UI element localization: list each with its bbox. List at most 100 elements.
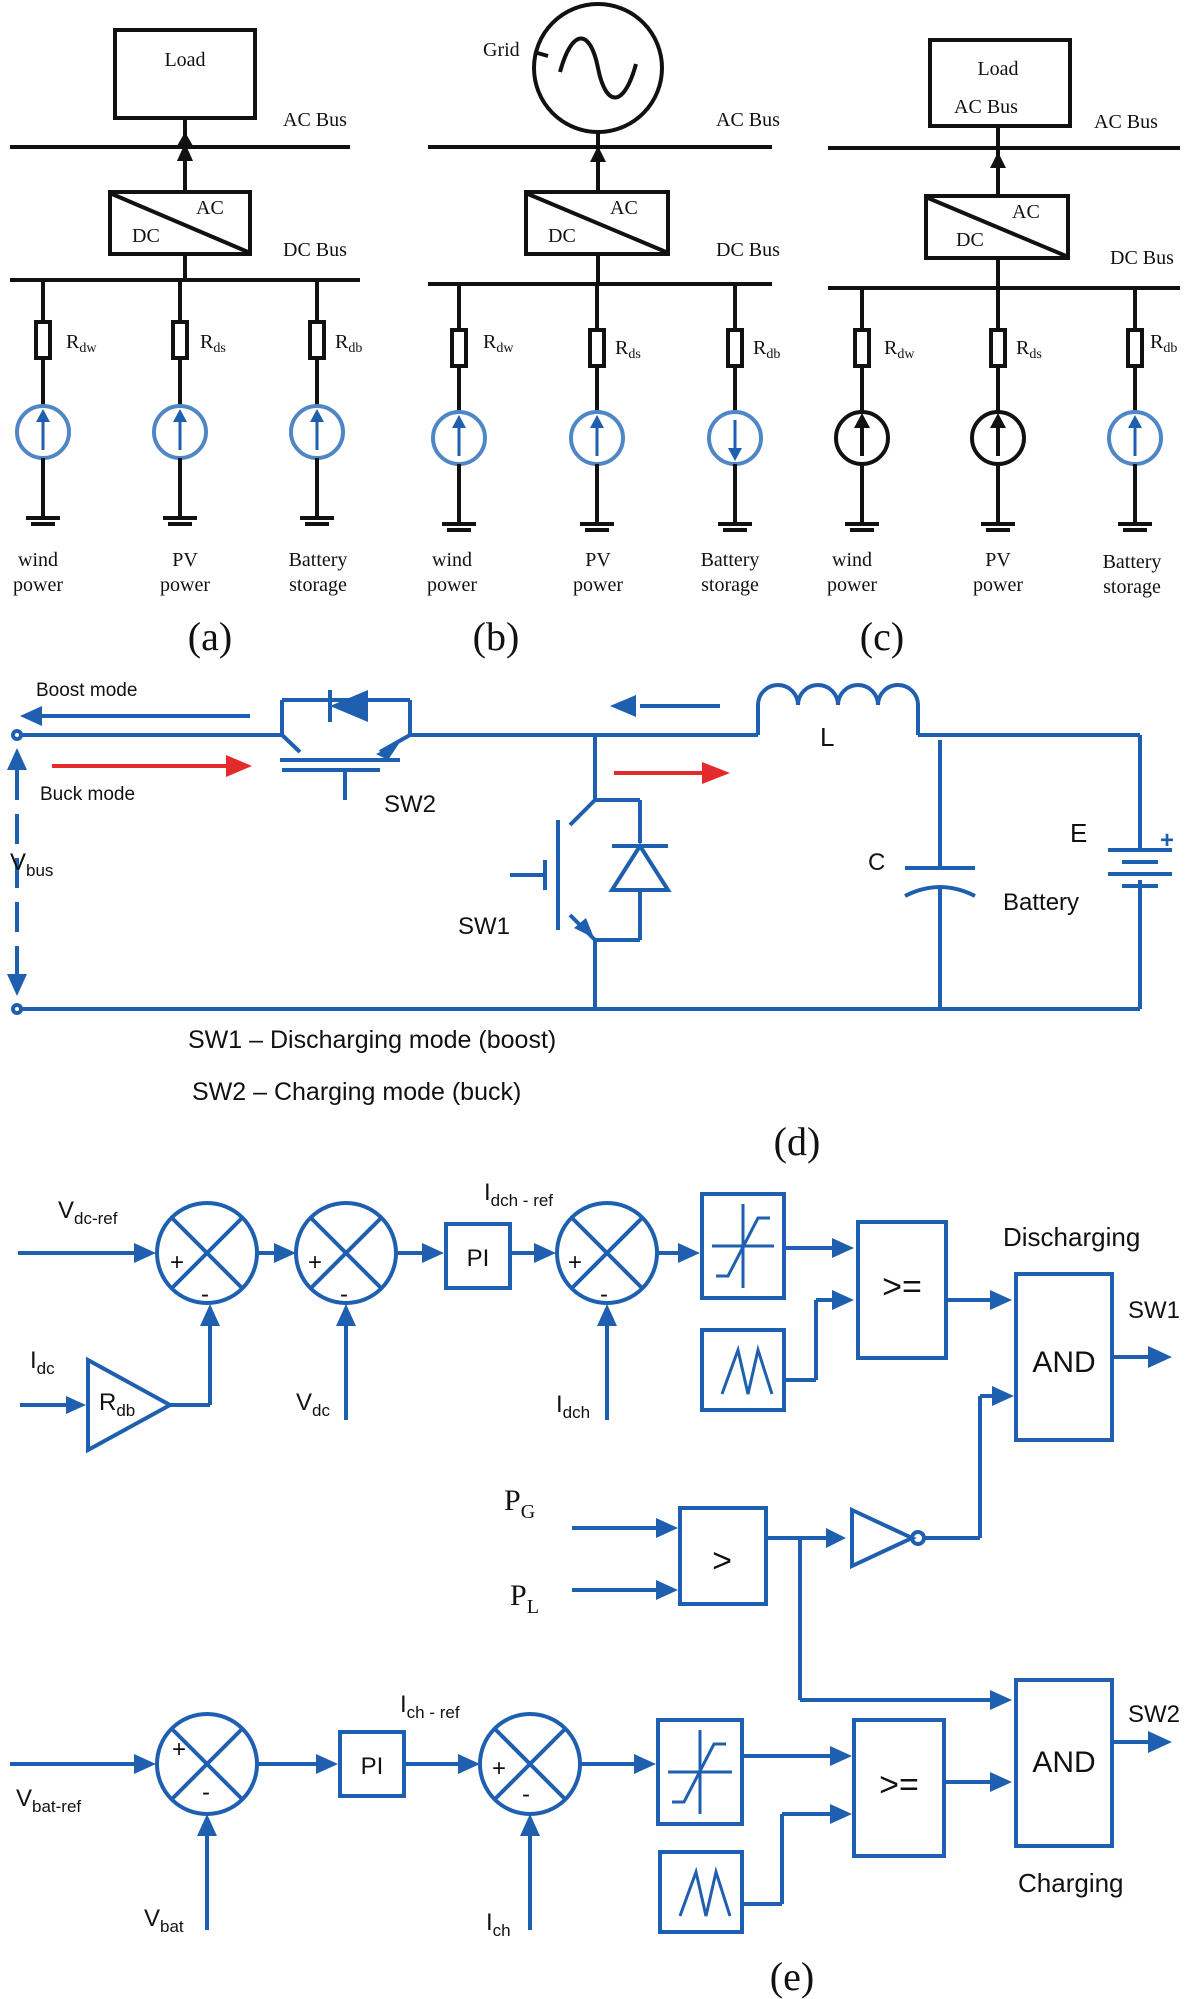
up-arrow: [590, 146, 606, 162]
source-name: wind: [18, 549, 58, 571]
terminal: [11, 1003, 23, 1015]
svg-text:+: +: [1160, 827, 1174, 854]
sine-wave-icon: [558, 36, 638, 100]
converter-dc-label: DC: [956, 229, 984, 251]
and-gate-2: [1014, 1678, 1114, 1848]
dc-bus-label: DC Bus: [1110, 247, 1174, 269]
vdc-label: Vdc: [296, 1389, 330, 1420]
source-name: storage: [701, 574, 759, 596]
source-name: Battery: [289, 549, 348, 571]
comparator-1: [856, 1220, 948, 1360]
grid-label: Grid: [483, 39, 520, 61]
ac-bus-label: AC Bus: [283, 109, 347, 131]
svg-text:-: -: [340, 1281, 348, 1308]
vdc-ref-label: Vdc-ref: [58, 1197, 118, 1228]
svg-text:+: +: [172, 1736, 186, 1763]
summing-junction-3: + -: [555, 1201, 659, 1308]
note-sw2: SW2 – Charging mode (buck): [192, 1078, 521, 1106]
source-name: PV: [172, 549, 198, 571]
panel-label: (e): [770, 1954, 814, 1999]
converter-diagonal: [527, 192, 667, 254]
ich-ref-label: Ich - ref: [400, 1691, 460, 1722]
carrier-wave-icon-1: [700, 1328, 786, 1412]
svg-text:-: -: [201, 1281, 209, 1308]
converter-ac-label: AC: [610, 197, 638, 219]
battery-e-label: E: [1070, 818, 1087, 848]
resistor: [588, 328, 606, 368]
battery-label: Battery: [1003, 889, 1079, 916]
svg-text:Rdw: Rdw: [483, 331, 514, 356]
source-name: storage: [1103, 576, 1161, 598]
vbus-up-arrow-icon: [7, 748, 27, 770]
source-name: power: [973, 574, 1023, 596]
converter-ac-label: AC: [196, 197, 224, 219]
svg-text:+: +: [170, 1249, 184, 1276]
boost-arrow-icon: [20, 706, 42, 726]
gain-block-rdb: Rdb: [86, 1356, 175, 1454]
limiter-icon-2: [656, 1718, 744, 1826]
resistor: [1126, 328, 1144, 368]
source-name: storage: [289, 574, 347, 596]
svg-text:Rds: Rds: [615, 337, 641, 362]
sw1-switch-icon: [510, 735, 672, 1009]
boost-mode-label: Boost mode: [36, 680, 137, 701]
svg-text:+: +: [492, 1755, 506, 1782]
sw1-label: SW1: [458, 913, 510, 940]
svg-text:>: >: [712, 1542, 732, 1580]
converter-box: [108, 190, 252, 256]
dc-bus-label: DC Bus: [283, 239, 347, 261]
pl-label: PL: [510, 1579, 539, 1618]
source-name: wind: [832, 549, 872, 571]
branch-battery: Rdb Battery storage: [701, 284, 780, 596]
converter-diagonal: [111, 192, 249, 254]
resistor: [989, 328, 1007, 368]
svg-text:PI: PI: [467, 1245, 490, 1272]
resistor: [308, 320, 326, 360]
source-name: PV: [585, 549, 611, 571]
capacitor-label: C: [868, 849, 885, 876]
source-name: wind: [432, 549, 472, 571]
svg-text:Rdb: Rdb: [753, 337, 780, 362]
resistor: [450, 328, 468, 368]
panel-b: Grid AC Bus AC DC DC Bus Rdw wind power: [427, 2, 780, 659]
right-arrow-icon: [702, 762, 730, 784]
pg-label: PG: [504, 1484, 535, 1523]
resistor: [853, 328, 871, 368]
source-name: power: [827, 574, 877, 596]
idch-ref-label: Idch - ref: [484, 1179, 553, 1210]
svg-text:-: -: [522, 1781, 530, 1808]
vbat-ref-label: Vbat-ref: [16, 1785, 81, 1816]
converter-dc-label: DC: [132, 225, 160, 247]
branch-pv: Rds PV power: [569, 284, 641, 596]
vbat-label: Vbat: [144, 1905, 184, 1936]
limiter-icon-1: [700, 1192, 786, 1300]
up-arrow: [990, 152, 1006, 168]
branch-pv: Rds PV power: [970, 288, 1042, 596]
comparator-2: [852, 1718, 946, 1858]
svg-text:+: +: [308, 1249, 322, 1276]
branch-wind: Rdw wind power: [827, 288, 915, 596]
source-name: Battery: [1103, 551, 1162, 573]
source-name: power: [573, 574, 623, 596]
terminal: [11, 729, 23, 741]
source-name: Battery: [701, 549, 760, 571]
ich-label: Ich: [486, 1909, 511, 1940]
greater-than-comparator: [678, 1506, 768, 1606]
load-label: Load: [977, 58, 1018, 80]
panel-label: (d): [774, 1119, 821, 1164]
source-name: power: [427, 574, 477, 596]
ac-bus-label: AC Bus: [1094, 111, 1158, 133]
panel-a: Load AC Bus AC DC DC Bus Rdw wind power: [10, 28, 362, 659]
svg-text:Rds: Rds: [1016, 337, 1042, 362]
inductor-label: L: [820, 722, 834, 752]
source-name: power: [13, 574, 63, 596]
summing-junction-1: + -: [155, 1201, 259, 1308]
converter-diagonal: [927, 196, 1067, 258]
pi-controller-1: [444, 1222, 512, 1290]
sw2-output-arrow-icon: [1148, 1731, 1172, 1753]
buck-mode-label: Buck mode: [40, 784, 135, 805]
resistor: [726, 328, 744, 368]
charging-label: Charging: [1018, 1868, 1124, 1898]
svg-text:AND: AND: [1032, 1746, 1095, 1779]
svg-text:>=: >=: [882, 1268, 922, 1306]
